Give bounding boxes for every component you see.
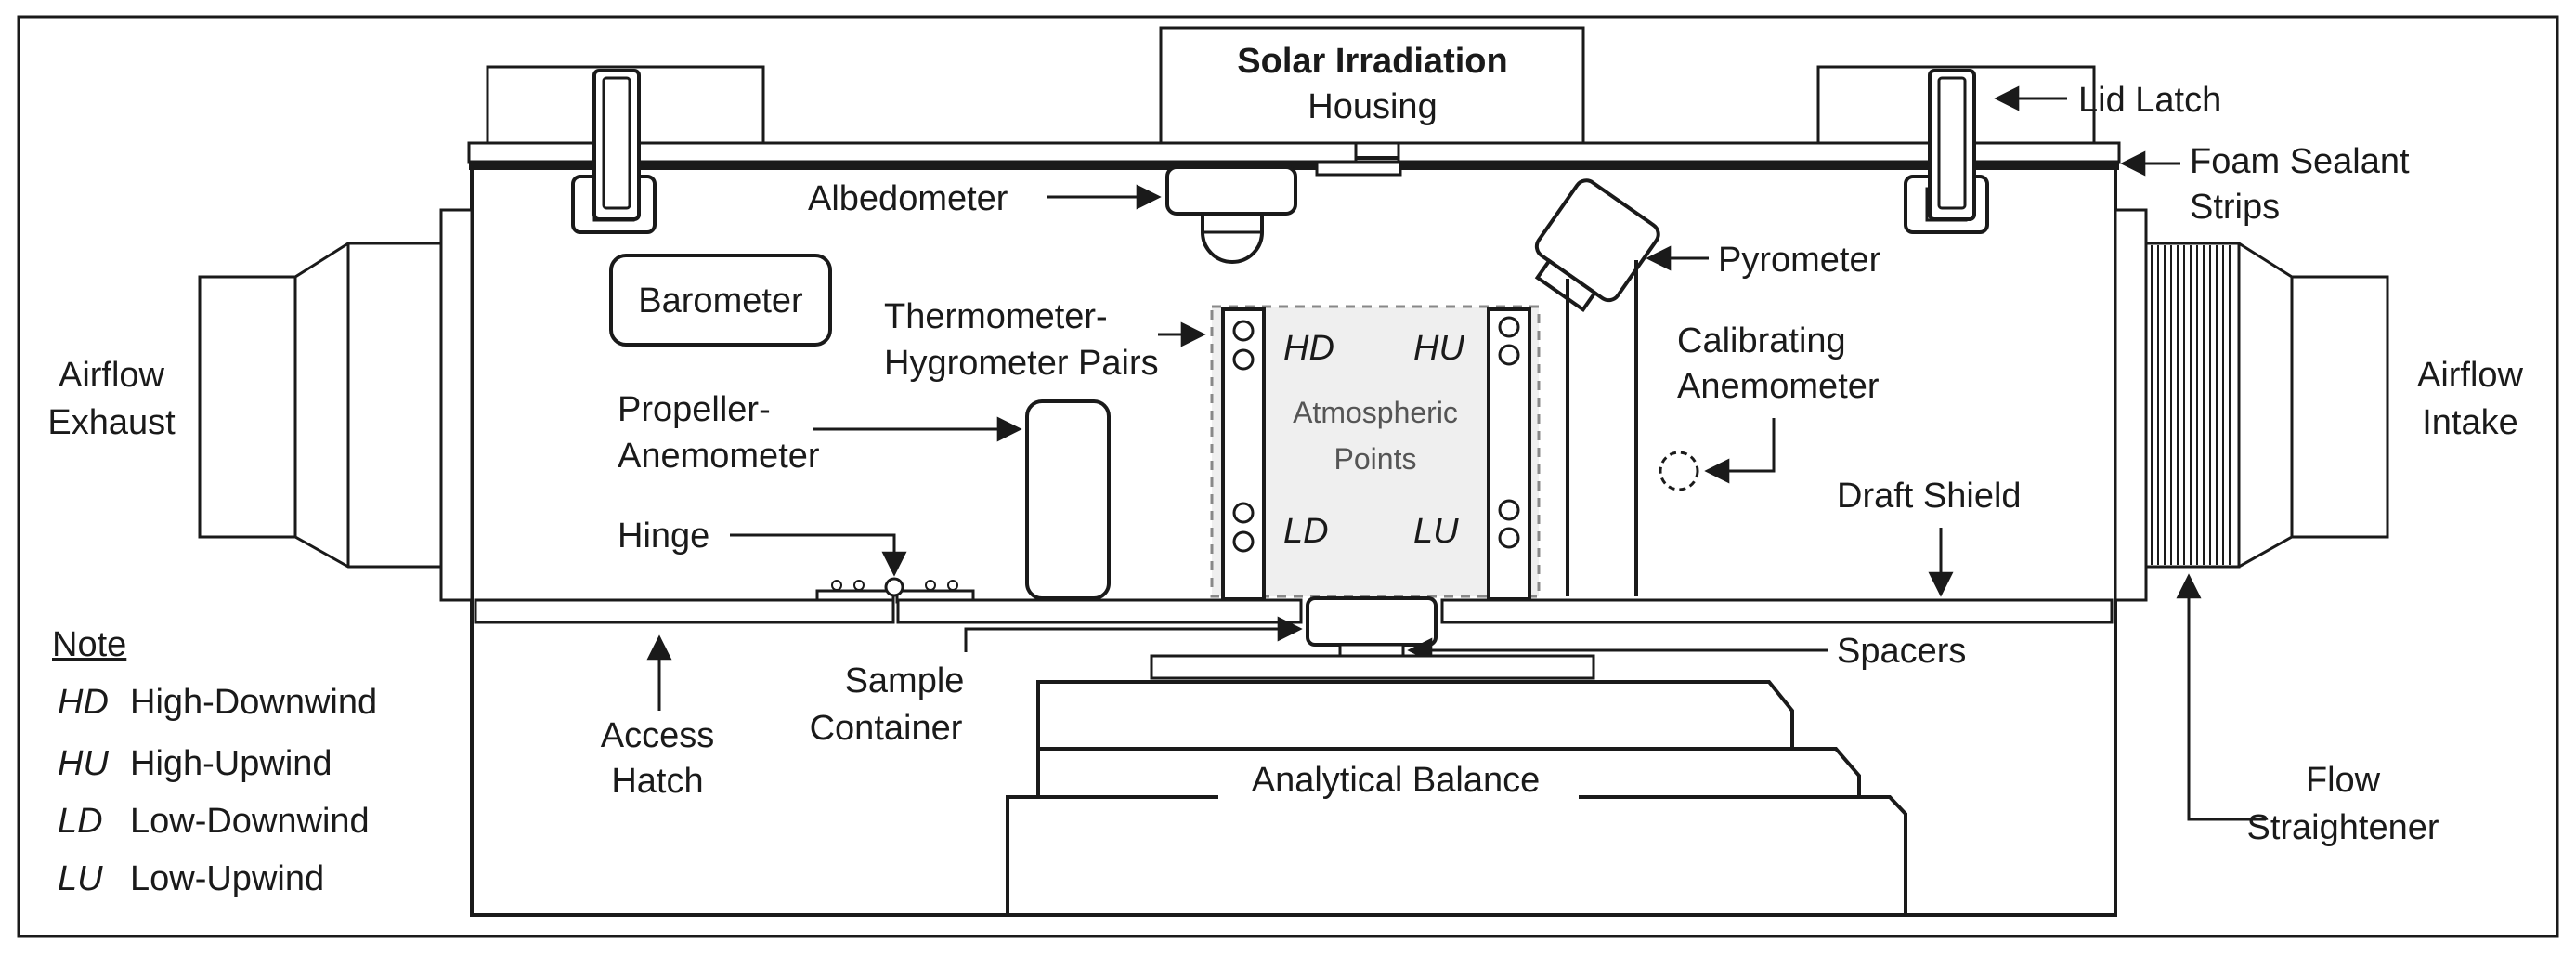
balance-label: Analytical Balance [1252, 761, 1541, 800]
outer-frame [17, 15, 2559, 938]
propeller-anemometer [1025, 399, 1111, 600]
pyrometer-label: Pyrometer [1718, 241, 1881, 280]
access-hatch-label-2: Hatch [611, 762, 703, 801]
note-text-3: Low-Downwind [130, 802, 370, 841]
spacers-label: Spacers [1837, 632, 1966, 671]
foam-sealant-label-1: Foam Sealant [2190, 142, 2410, 181]
note-text-4: Low-Upwind [130, 859, 324, 898]
draft-shield-label: Draft Shield [1837, 477, 2022, 516]
point-hu: HU [1413, 329, 1464, 368]
lid-gap-plate [1315, 160, 1402, 177]
solar-housing [1159, 26, 1585, 145]
point-ld: LD [1283, 512, 1329, 551]
access-hatch-label-1: Access [601, 716, 714, 755]
lid-latch-right [1904, 69, 1989, 234]
hinge-arrow [730, 533, 907, 577]
sample-arrow [964, 616, 1303, 652]
flow-label-1: Flow [2306, 761, 2381, 800]
hinge-label: Hinge [618, 517, 709, 556]
barometer [609, 254, 832, 347]
intake-label-2: Intake [2422, 403, 2518, 442]
note-block: Note HD High-Downwind HU High-Upwind LD … [52, 625, 377, 898]
spacers [1338, 643, 1405, 658]
sample-container [1306, 596, 1438, 647]
propeller-label-1: Propeller- [618, 390, 771, 429]
exhaust-label-2: Exhaust [47, 403, 176, 442]
flow-straightener [2151, 245, 2231, 565]
note-title: Note [52, 625, 126, 664]
sample-label-1: Sample [845, 661, 965, 700]
solar-housing-sub: Housing [1308, 87, 1437, 126]
sensor-post-left [1221, 307, 1266, 601]
foam-sealant-strip [469, 162, 2119, 170]
pyrometer [1534, 178, 1660, 313]
intake-label-1: Airflow [2417, 356, 2524, 395]
calibrating-label-2: Anemometer [1677, 367, 1880, 406]
note-text-2: High-Upwind [130, 744, 332, 783]
thermo-label-2: Hygrometer Pairs [884, 344, 1159, 383]
propeller-label-2: Anemometer [618, 437, 820, 476]
sample-label-2: Container [810, 709, 963, 748]
point-hd: HD [1283, 329, 1334, 368]
hinge [815, 577, 975, 604]
barometer-label: Barometer [638, 281, 803, 321]
exhaust-label-1: Airflow [59, 356, 165, 395]
calibrating-label-1: Calibrating [1677, 321, 1846, 360]
point-lu: LU [1413, 512, 1459, 551]
atmospheric-label-2: Points [1334, 442, 1417, 476]
sensor-post-right [1487, 307, 1531, 601]
note-abbr-2: HU [58, 744, 109, 783]
airflow-exhaust-duct [198, 208, 474, 602]
lid-latch-label: Lid Latch [2078, 81, 2221, 120]
albedometer-label: Albedometer [808, 179, 1008, 218]
flow-straightener-arrow [2176, 573, 2266, 821]
airflow-intake-duct [2114, 208, 2389, 602]
note-abbr-4: LU [58, 859, 103, 898]
solar-housing-title: Solar Irradiation [1237, 42, 1507, 81]
analytical-balance [1006, 654, 1907, 917]
lid-latch-left [571, 69, 657, 234]
note-text-1: High-Downwind [130, 683, 377, 722]
albedometer [1165, 165, 1297, 264]
floor-bar-center [896, 598, 1303, 624]
calibrating-anemometer [1659, 451, 1699, 491]
floor-bar-right [1440, 598, 2114, 624]
note-abbr-3: LD [58, 802, 103, 841]
access-hatch [474, 598, 895, 624]
thermo-label-1: Thermometer- [884, 297, 1108, 336]
lid-right [1397, 141, 2121, 164]
atmospheric-label-1: Atmospheric [1293, 396, 1458, 429]
atmospheric-zone [1210, 305, 1541, 598]
note-abbr-1: HD [58, 683, 109, 722]
calibrating-arrow [1704, 418, 1776, 484]
foam-sealant-label-2: Strips [2190, 188, 2280, 227]
flow-label-2: Straightener [2246, 808, 2439, 847]
